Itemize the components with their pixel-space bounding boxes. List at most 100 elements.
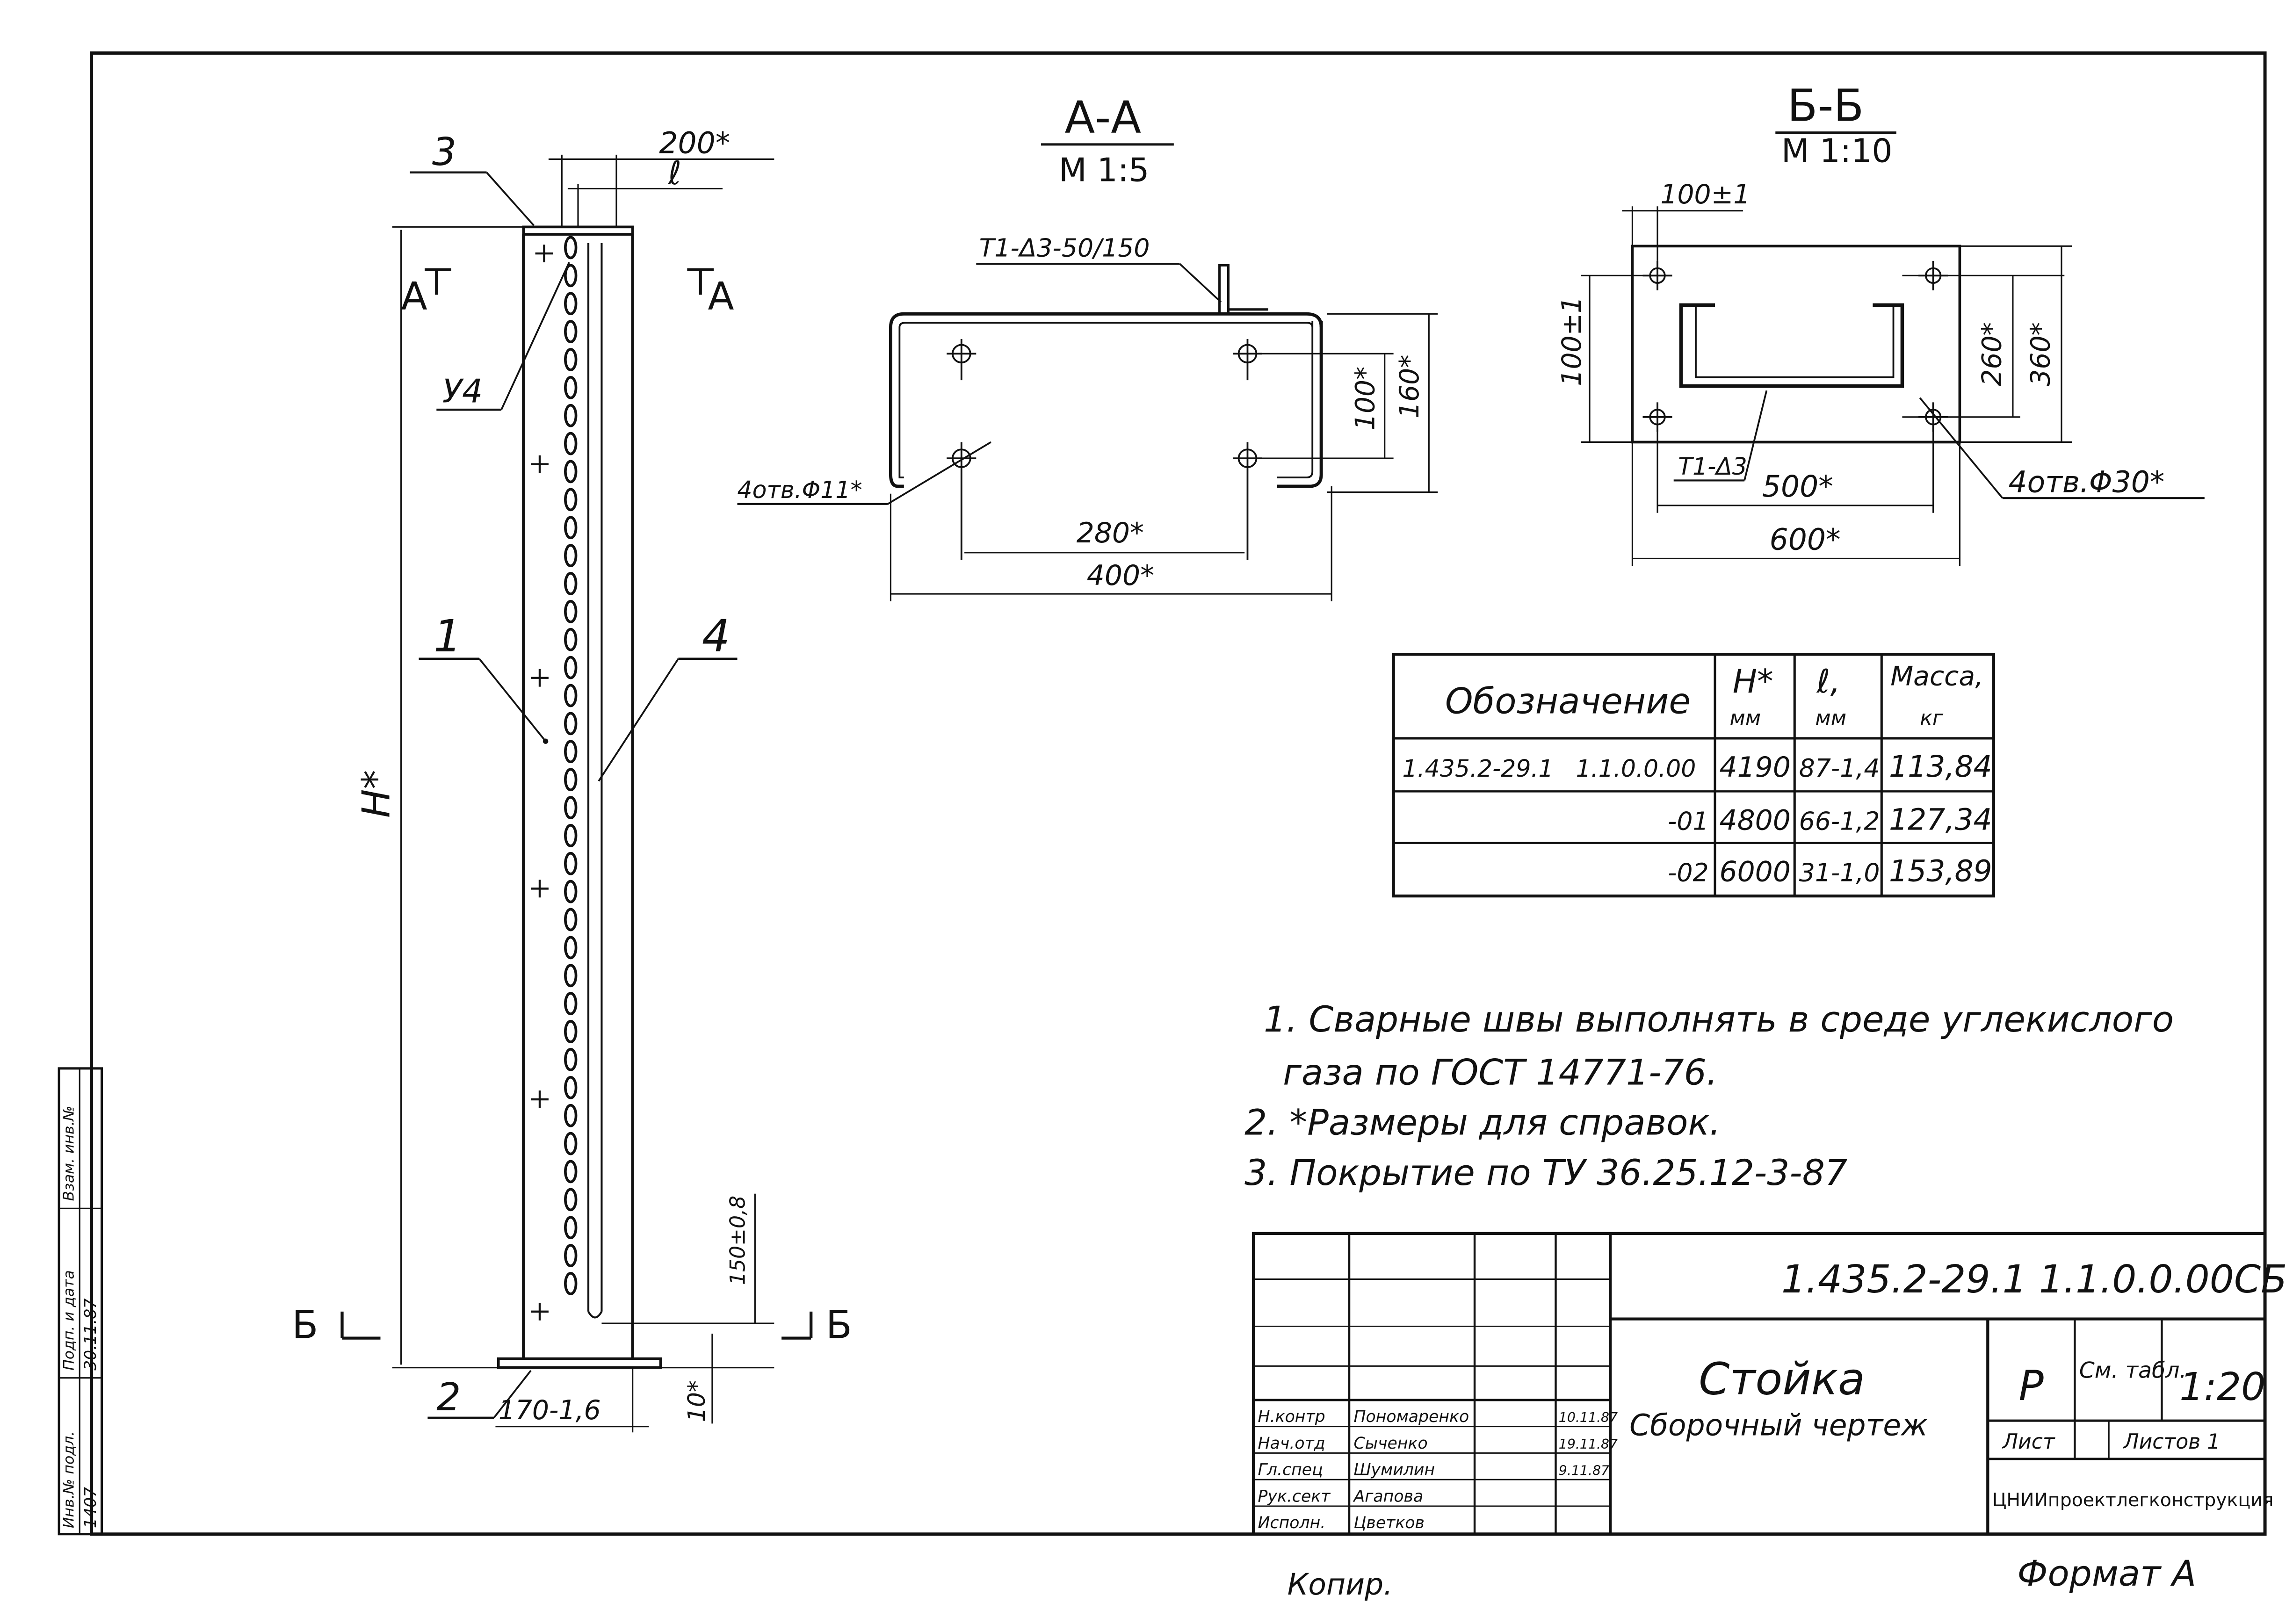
- cut-a-left: А: [401, 274, 427, 319]
- oval-hole: [564, 992, 578, 1016]
- leader-y4: У4: [442, 373, 483, 410]
- drawing-name: Стойка: [1699, 1353, 1865, 1405]
- dim-150: 150±0,8: [726, 1196, 750, 1285]
- oval-hole: [564, 460, 578, 484]
- table-row-l: 66-1,2: [1799, 806, 1880, 836]
- table-row-mass: 113,84: [1889, 749, 1992, 784]
- hole-chain: [564, 236, 578, 1295]
- table-header-h: H*: [1733, 663, 1773, 700]
- aa-dim-400: 400*: [1087, 559, 1154, 592]
- oval-hole: [564, 656, 578, 679]
- oval-hole: [564, 628, 578, 651]
- oval-hole: [564, 1075, 578, 1099]
- table-header-l: ℓ,: [1816, 663, 1841, 700]
- oval-hole: [564, 292, 578, 316]
- table-unit-mass: кг: [1920, 707, 1944, 730]
- drawing-code: 1.435.2-29.1 1.1.0.0.00СБ: [1781, 1257, 2287, 1302]
- oval-hole: [564, 684, 578, 707]
- table-header-designation: Обозначение: [1445, 680, 1691, 722]
- oval-hole: [564, 599, 578, 623]
- table-row-l: 31-1,0: [1799, 858, 1880, 888]
- main-view: 200* ℓ 3 А А У4 H* 1 4 Б: [292, 126, 852, 1433]
- oval-hole: [564, 572, 578, 595]
- bb-dim-100-top: 100±1: [1660, 179, 1750, 210]
- note-line: 3. Покрытие по ТУ 36.25.12-3-87: [1244, 1152, 1847, 1193]
- bb-dim-600: 600*: [1770, 522, 1841, 557]
- footer-format: Формат А: [2017, 1553, 2196, 1594]
- oval-hole: [564, 908, 578, 931]
- leader-1: 1: [434, 611, 462, 662]
- oval-hole: [564, 1160, 578, 1184]
- section-bb: Б-Б М 1:10 100±1 100±1 Т1-Δ3: [1556, 80, 2205, 566]
- cut-b-left: Б: [292, 1303, 318, 1348]
- footer-copied: Копир.: [1288, 1567, 1393, 1602]
- oval-hole: [564, 936, 578, 960]
- oval-hole: [564, 236, 578, 260]
- oval-hole: [564, 1020, 578, 1043]
- staff-role: Нач.отд: [1258, 1434, 1325, 1453]
- bb-dim-500: 500*: [1762, 469, 1833, 504]
- table-row-h: 4800: [1719, 804, 1790, 837]
- aa-holes-label: 4отв.Φ11*: [738, 476, 862, 504]
- oval-hole: [564, 432, 578, 455]
- oval-hole: [564, 1188, 578, 1212]
- sheet-label: Лист: [2002, 1430, 2055, 1454]
- oval-hole: [564, 740, 578, 764]
- cut-b-right: Б: [826, 1303, 852, 1348]
- oval-hole: [564, 516, 578, 540]
- stamp-date: 30.11.87: [81, 1299, 100, 1371]
- leader-2: 2: [436, 1375, 461, 1420]
- sheet-frame: [90, 51, 2267, 1536]
- oval-hole: [564, 712, 578, 736]
- table-row-h: 4190: [1719, 751, 1790, 784]
- oval-hole: [564, 320, 578, 343]
- staff-role: Гл.спец: [1258, 1461, 1323, 1480]
- dim-170: 170-1,6: [499, 1395, 601, 1426]
- staff-date: 19.11.87: [1559, 1436, 1618, 1452]
- oval-hole: [564, 544, 578, 568]
- oval-hole: [564, 852, 578, 875]
- mass-ref: См. табл.: [2079, 1358, 2187, 1384]
- table-unit-l: мм: [1815, 707, 1846, 730]
- section-bb-title: Б-Б: [1787, 80, 1864, 131]
- staff-date: 9.11.87: [1559, 1463, 1609, 1479]
- aa-dim-160: 160*: [1394, 354, 1425, 419]
- note-line: 1. Сварные швы выполнять в среде углекис…: [1264, 999, 2174, 1040]
- aa-dim-100: 100*: [1350, 367, 1381, 431]
- section-bb-scale: М 1:10: [1781, 133, 1893, 170]
- staff-name: Агапова: [1353, 1487, 1424, 1506]
- oval-hole: [564, 488, 578, 512]
- cut-a-right: А: [708, 274, 734, 319]
- staff-name: Шумилин: [1354, 1461, 1435, 1480]
- title-block: Н.контр Нач.отд Гл.спец Рук.сект Исполн.…: [1251, 1232, 2287, 1536]
- oval-hole: [564, 1244, 578, 1268]
- section-aa-title: А-А: [1065, 92, 1142, 144]
- bb-dim-360: 360*: [2025, 322, 2056, 386]
- oval-hole: [564, 1216, 578, 1240]
- notes: 1. Сварные швы выполнять в среде углекис…: [1244, 999, 2174, 1193]
- leader-4: 4: [702, 611, 730, 662]
- dim-l: ℓ: [667, 155, 681, 192]
- oval-hole: [564, 1104, 578, 1127]
- bb-weld-label: Т1-Δ3: [1678, 453, 1747, 480]
- spec-table: Обозначение H* ℓ, Масса, мм мм кг 1.435.…: [1392, 653, 1996, 898]
- staff-role: Исполн.: [1258, 1514, 1326, 1532]
- stamp-replace-label: Взам. инв.№: [61, 1106, 78, 1201]
- table-row-designation: -02: [1668, 858, 1709, 888]
- margin-stamp: Инв.№ подл. Подп. и дата Взам. инв.№ 140…: [58, 1067, 103, 1536]
- aa-holes: [947, 339, 1263, 560]
- staff-date: 10.11.87: [1559, 1410, 1618, 1425]
- staff-role: Рук.сект: [1258, 1487, 1331, 1506]
- table-row-h: 6000: [1719, 856, 1790, 888]
- sheets-label: Листов 1: [2122, 1430, 2220, 1454]
- aa-weld-label: Т1-Δ3-50/150: [979, 233, 1150, 262]
- oval-hole: [564, 796, 578, 819]
- oval-hole: [564, 1272, 578, 1295]
- table-row-mass: 127,34: [1889, 802, 1992, 837]
- oval-hole: [564, 375, 578, 399]
- section-aa-scale: М 1:5: [1059, 152, 1150, 189]
- leader-3: 3: [432, 130, 456, 174]
- oval-hole: [564, 348, 578, 371]
- table-row-designation: -01: [1668, 806, 1709, 836]
